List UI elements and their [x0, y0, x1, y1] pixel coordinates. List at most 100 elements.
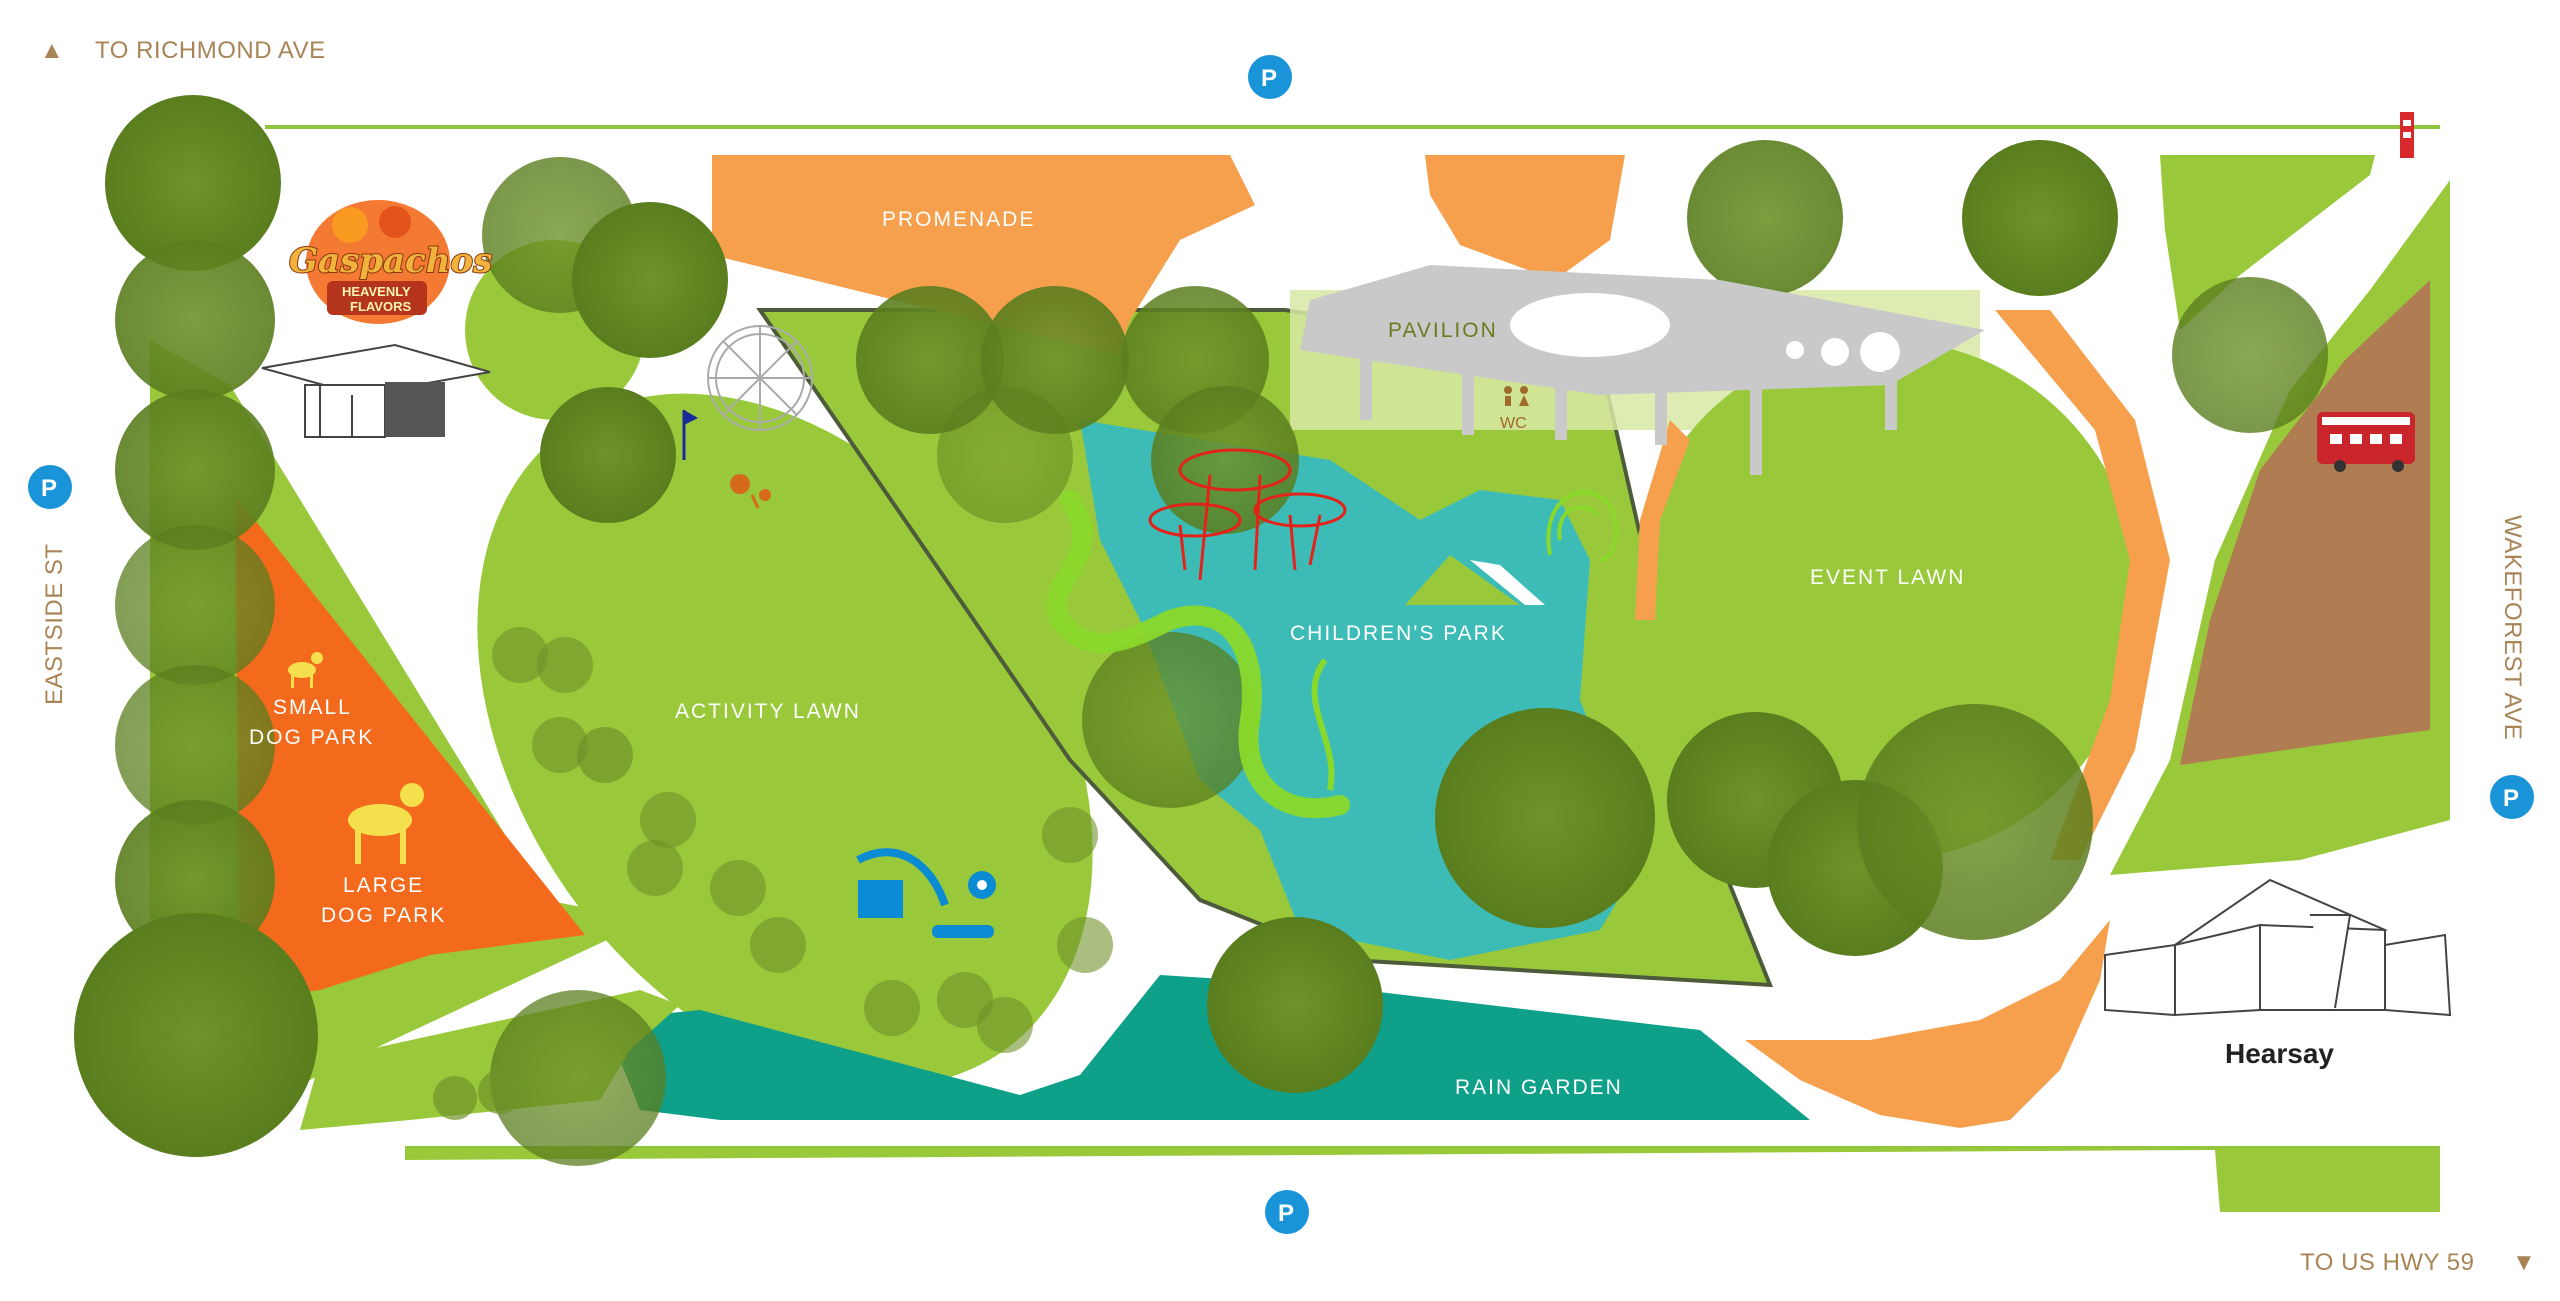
tree-gaspachos-2: [572, 202, 728, 358]
tree-children-5: [937, 387, 1073, 523]
tree-rain-garden-mid: [1207, 917, 1383, 1093]
shrub-3: [532, 717, 588, 773]
dog-icon: [288, 652, 323, 688]
street-label-south: TO US HWY 59: [2300, 1249, 2475, 1276]
pavilion-column-1: [1360, 340, 1372, 420]
orange-icon: [332, 207, 368, 243]
tree-west-4: [115, 525, 275, 685]
shrub-6: [627, 840, 683, 896]
large-dog-park-label-1: LARGE: [343, 874, 424, 897]
trees: [74, 95, 2328, 1166]
pavilion-label: PAVILION: [1388, 319, 1498, 342]
activity-lawn-label: ACTIVITY LAWN: [675, 700, 861, 723]
parking-marker-north[interactable]: P: [1248, 55, 1292, 99]
parking-marker-east[interactable]: P: [2490, 775, 2534, 819]
parking-letter: P: [1278, 1200, 1294, 1227]
shrub-13: [1057, 917, 1113, 973]
pavilion-skylight-3: [1821, 338, 1849, 366]
hearsay-building[interactable]: [2104, 878, 2452, 1017]
gaspachos-tagline-2: FLAVORS: [350, 299, 411, 314]
tree-northeast: [2172, 277, 2328, 433]
event-lawn-path-west: [1635, 420, 1690, 620]
pavilion-skylight-4: [1860, 332, 1900, 372]
tree-north-1: [1687, 140, 1843, 296]
tree-west-2: [115, 240, 275, 400]
event-lawn-path: [1995, 310, 2170, 860]
pavilion-column-6: [1885, 370, 1897, 430]
pavilion-path-west: [1425, 155, 1625, 280]
shrub-10: [937, 972, 993, 1028]
golf-flag-icon: [682, 410, 698, 460]
south-arrow-icon: ▼: [2512, 1249, 2536, 1276]
tree-rain-garden-west: [490, 990, 666, 1166]
tree-children-1: [856, 286, 1004, 434]
wc-label: WC: [1500, 415, 1527, 432]
bocce-icon: [730, 474, 771, 509]
pavilion-skylight-2: [1786, 341, 1804, 359]
pavilion[interactable]: PAVILION WC: [1300, 265, 1985, 475]
small-dog-park-label-2: DOG PARK: [249, 726, 374, 749]
southeast-path: [1745, 920, 2110, 1128]
event-lawn-label: EVENT LAWN: [1810, 566, 1965, 589]
hearsay-label: Hearsay: [2225, 1038, 2334, 1069]
dirt-lot: [2180, 280, 2430, 765]
orange-icon: [379, 206, 411, 238]
pavilion-skylight: [1510, 293, 1670, 357]
shrub-1: [492, 627, 548, 683]
childrens-park-label: CHILDREN'S PARK: [1290, 622, 1507, 645]
tree-west-3: [115, 390, 275, 550]
shrub-14: [433, 1076, 477, 1120]
south-green-strip: [405, 1148, 2440, 1212]
pavilion-column-3: [1555, 380, 1567, 440]
street-label-north: TO RICHMOND AVE: [95, 37, 326, 64]
swing-icon: [1557, 505, 1600, 541]
gaspachos-building[interactable]: [261, 343, 491, 438]
tree-activity-1: [540, 387, 676, 523]
hill-feature-shade: [1470, 560, 1545, 605]
dog-park-area: [235, 495, 585, 1000]
shrub-15: [478, 1070, 522, 1114]
gaspachos-logo[interactable]: Gaspachos HEAVENLY FLAVORS: [288, 200, 493, 324]
hill-feature: [1405, 555, 1520, 605]
shrub-9: [864, 980, 920, 1036]
shrub-2: [537, 637, 593, 693]
restroom-icon: [1504, 386, 1529, 406]
ferris-wheel-icon: [707, 325, 813, 431]
tree-north-2: [1962, 140, 2118, 296]
swing-icon: [1546, 490, 1619, 562]
tree-children-6: [1082, 632, 1258, 808]
gaspachos-tagline-1: HEAVENLY: [342, 284, 411, 299]
street-label-west: EASTSIDE ST: [41, 543, 68, 705]
gaspachos-name: Gaspachos: [289, 241, 492, 281]
tree-children-4: [1151, 386, 1299, 534]
parking-letter: P: [41, 475, 57, 502]
tree-southwest-large: [74, 913, 318, 1157]
pavilion-column-4: [1655, 385, 1667, 445]
rain-garden-label: RAIN GARDEN: [1455, 1076, 1623, 1099]
north-arrow-icon: ▲: [40, 37, 64, 64]
phone-booth-icon: [2400, 112, 2414, 158]
slide-icon: [1046, 490, 1350, 819]
tree-west-5: [115, 665, 275, 825]
shrub-5: [640, 792, 696, 848]
parking-marker-west[interactable]: P: [28, 465, 72, 509]
play-structure-icon: [1148, 448, 1347, 581]
parking-letter: P: [1261, 65, 1277, 92]
splash-icon: [856, 848, 996, 938]
promenade-area: [712, 155, 1255, 355]
slide-icon: [1311, 658, 1335, 791]
double-decker-bus-icon: [2317, 412, 2415, 472]
dog-icon: [348, 783, 424, 864]
shrub-4: [577, 727, 633, 783]
pavilion-column-5: [1750, 385, 1762, 475]
large-dog-park-label-2: DOG PARK: [321, 904, 446, 927]
shrub-12: [1042, 807, 1098, 863]
tree-event-3: [1857, 704, 2093, 940]
promenade-label: PROMENADE: [882, 208, 1035, 231]
tree-west-1: [105, 95, 281, 271]
parking-marker-south[interactable]: P: [1265, 1190, 1309, 1234]
tree-children-7: [1435, 708, 1655, 928]
parking-letter: P: [2503, 785, 2519, 812]
small-dog-park-label-1: SMALL: [273, 696, 352, 719]
